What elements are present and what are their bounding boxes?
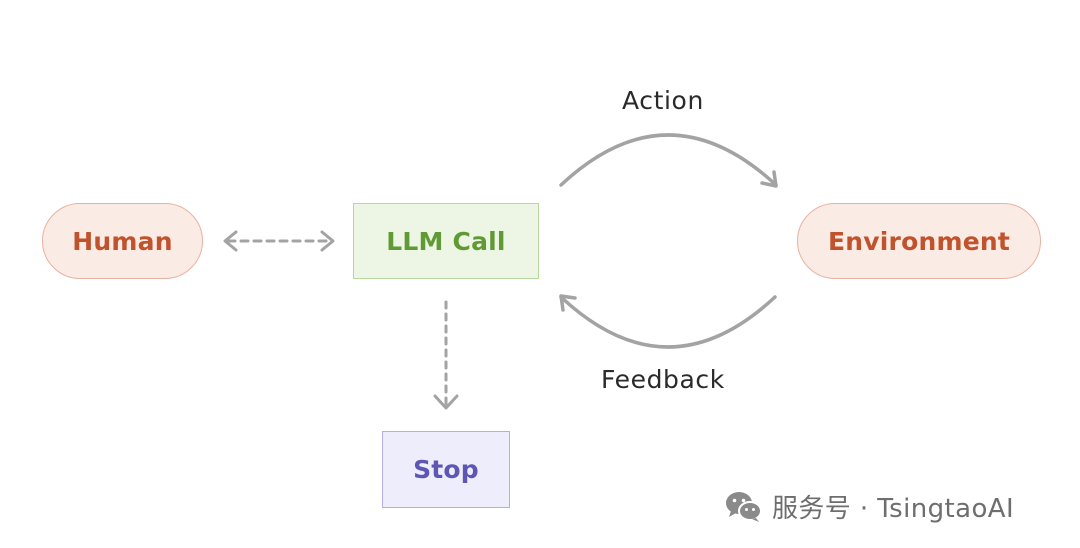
- action-arrow: [559, 133, 778, 188]
- stop-label: Stop: [413, 455, 479, 484]
- llm-call-label: LLM Call: [386, 226, 506, 256]
- wechat-icon: [726, 491, 762, 522]
- feedback-label: Feedback: [601, 365, 725, 394]
- action-label: Action: [622, 86, 704, 115]
- watermark-text: 服务号 · TsingtaoAI: [772, 494, 1015, 524]
- environment-label: Environment: [828, 226, 1010, 256]
- watermark: 服务号 · TsingtaoAI: [724, 488, 1014, 525]
- llm-stop-arrow: [433, 300, 459, 410]
- environment-node: Environment: [797, 203, 1041, 279]
- feedback-arrow: [559, 294, 777, 349]
- human-llm-arrow: [223, 230, 335, 252]
- stop-node: Stop: [382, 431, 510, 508]
- human-node: Human: [42, 203, 203, 279]
- llm-call-node: LLM Call: [353, 203, 539, 279]
- human-label: Human: [72, 226, 173, 256]
